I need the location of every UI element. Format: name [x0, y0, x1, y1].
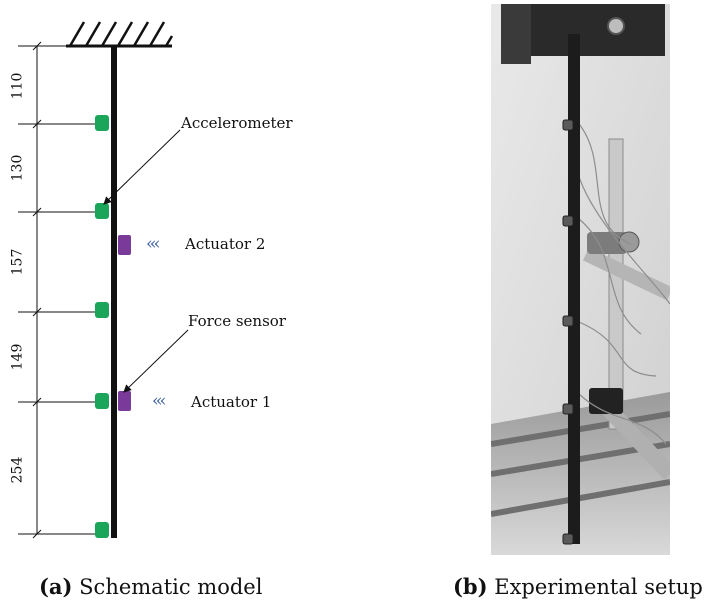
caption-a-text: Schematic model [79, 575, 263, 599]
schematic-model-diagram [18, 21, 189, 539]
actuator-1-block [118, 391, 131, 411]
accelerometer-4 [95, 393, 109, 409]
caption-b: (b) Experimental setup [453, 574, 703, 599]
actuator-2-block [118, 235, 131, 255]
actuators [118, 235, 131, 411]
accelerometer-5 [95, 522, 109, 538]
accelerometer-3 [95, 302, 109, 318]
dimension-149: 149 [9, 343, 26, 371]
accelerometer-2 [95, 203, 109, 219]
accelerometer-1 [95, 115, 109, 131]
caption-a: (a) Schematic model [39, 574, 262, 599]
actuator-1-arrow-icon: ‹‹‹ [152, 391, 167, 411]
dimension-110: 110 [9, 72, 26, 100]
caption-a-tag: (a) [39, 574, 73, 599]
actuator-1-label: Actuator 1 [191, 393, 272, 411]
caption-b-text: Experimental setup [494, 575, 703, 599]
dimension-157: 157 [9, 248, 26, 276]
experimental-setup-photo [491, 4, 670, 555]
accelerometers [95, 115, 109, 538]
dimension-130: 130 [9, 154, 26, 182]
actuator-2-arrow-icon: ‹‹‹ [146, 234, 161, 254]
accelerometer-leader-arrow [103, 129, 181, 205]
fixed-support [66, 21, 174, 48]
actuator-2-label: Actuator 2 [185, 235, 266, 253]
force-sensor-label: Force sensor [188, 312, 286, 330]
dimension-254: 254 [9, 456, 26, 484]
force-sensor-leader-arrow [123, 329, 189, 393]
caption-b-tag: (b) [453, 574, 488, 599]
accelerometer-label: Accelerometer [181, 114, 293, 132]
dimension-line [18, 41, 108, 539]
